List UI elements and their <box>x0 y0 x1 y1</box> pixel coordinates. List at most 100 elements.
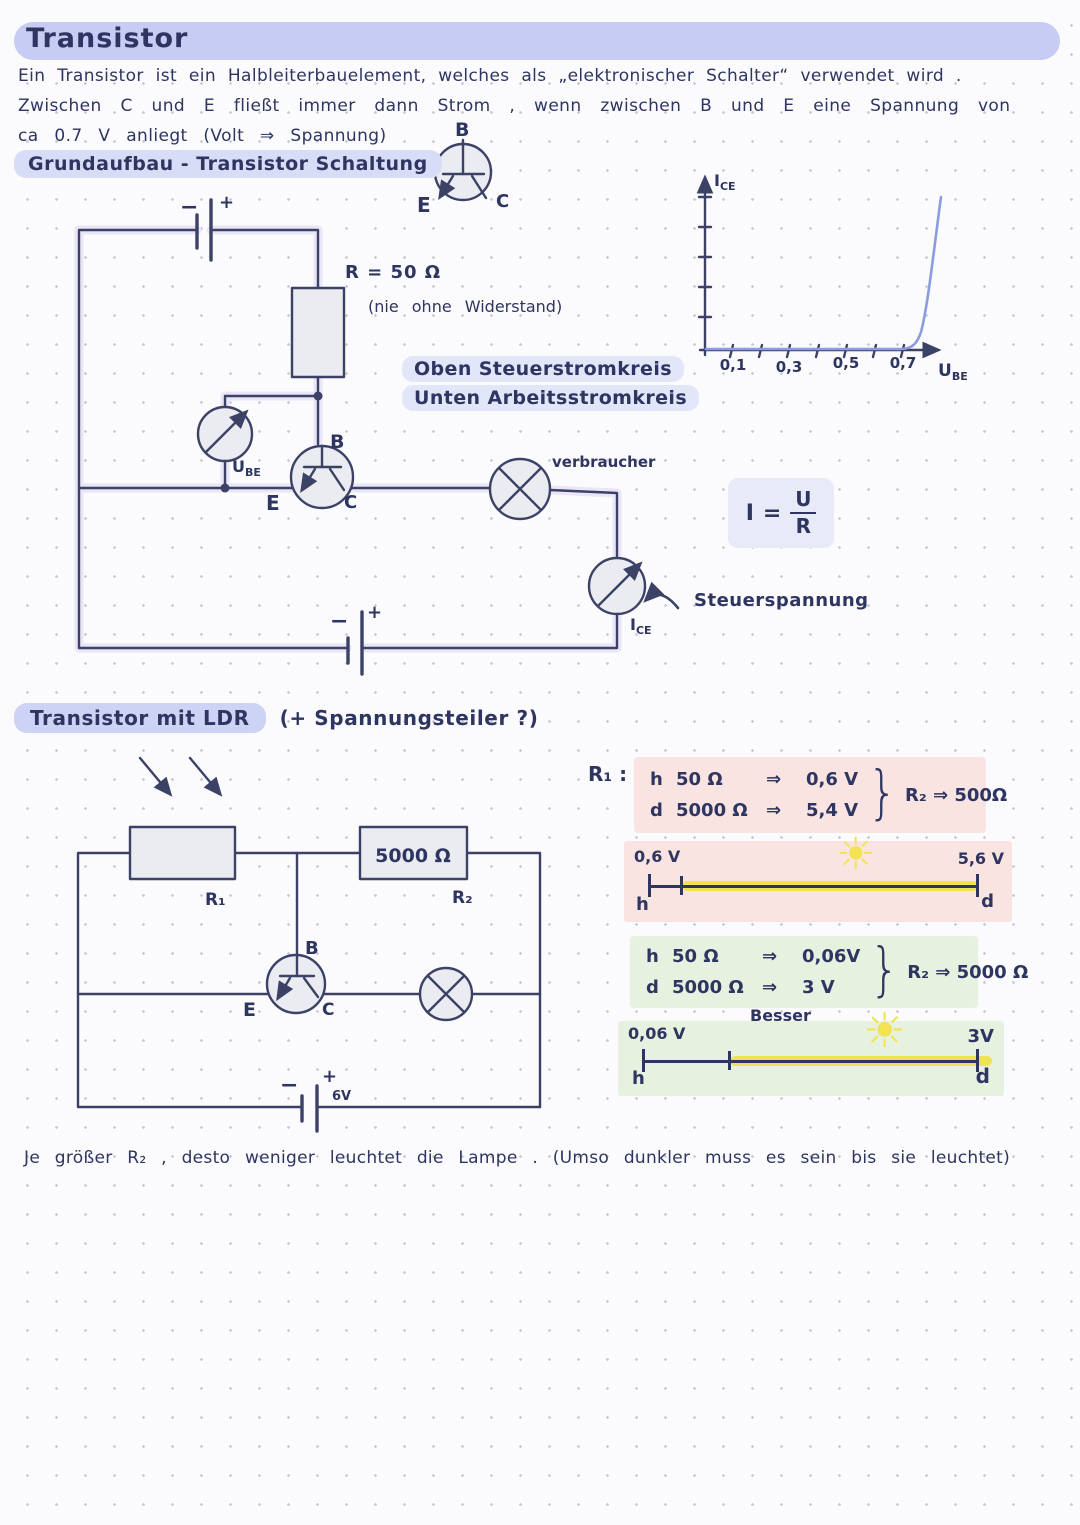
calc-green-h-letter: h <box>646 946 659 967</box>
formula-numerator: U <box>795 487 812 511</box>
section2-title-suffix: (+ Spannungsteiler ?) <box>279 706 539 730</box>
scale-green-tick-end <box>976 1049 979 1072</box>
formula-fraction: U R <box>790 487 817 538</box>
calc-red-d-resistance: 5000 Ω <box>676 800 748 821</box>
scale-green-axis <box>642 1060 978 1063</box>
calc-green-h-resistance: 50 Ω <box>672 946 719 967</box>
transistor2-collector <box>302 976 320 999</box>
subtitle: Grundaufbau - Transistor Schaltung <box>14 150 442 178</box>
resistor-r2-value: 5000 Ω <box>375 845 451 867</box>
scale-green-tick-start <box>642 1049 645 1072</box>
scale-green-right-value: 3V <box>967 1026 994 1047</box>
graph-y-ticks <box>697 195 713 319</box>
calc-green-d-voltage: 3 V <box>802 977 835 998</box>
transistor-symbol <box>433 138 493 202</box>
circuit1-outer-wire <box>77 228 320 650</box>
calc-red-result: R₂ ⇒ 500Ω <box>905 784 1008 806</box>
page-title: Transistor <box>26 23 189 54</box>
scale-box-green: 0,06 V 3V ☀ h d <box>618 1007 1004 1096</box>
calc-green-h-arrow: ⇒ <box>762 946 778 967</box>
battery2-minus: − <box>280 1073 298 1098</box>
transistor-symbol-collector <box>470 174 488 200</box>
section2-heading: Transistor mit LDR (+ Spannungsteiler ?) <box>14 703 538 733</box>
scale-box-red: 0,6 V 5,6 V ☀ h d <box>624 833 1012 922</box>
graph-y-label: ICE <box>714 171 736 193</box>
intro-line-2: Zwischen C und E fließt immer dann Strom… <box>18 96 1011 116</box>
calc-box-r2-5000: h 50 Ω ⇒ 0,06V d 5000 Ω ⇒ 3 V } R₂ ⇒ 500… <box>630 935 1028 1008</box>
steuerspannung-label: Steuerspannung <box>694 590 869 611</box>
calc-red-h-resistance: 50 Ω <box>676 769 723 790</box>
resistor-r2-label: R₂ <box>452 888 473 908</box>
resistor-value-label: R = 50 Ω <box>345 262 442 283</box>
scale-red-letter-d: d <box>981 891 994 912</box>
battery1-bottom-minus: − <box>330 609 348 634</box>
scale-red-tick-end <box>976 874 979 897</box>
scale-red-letter-h: h <box>636 894 649 915</box>
calc-green-brace: } <box>870 935 900 1003</box>
ldr-r1-box <box>128 825 237 881</box>
calc-box-r2-500: h 50 Ω ⇒ 0,6 V d 5000 Ω ⇒ 5,4 V } R₂ ⇒ 5… <box>634 757 1007 833</box>
transistor2-e-label: E <box>243 999 256 1021</box>
graph-tick-07: 0,7 <box>890 354 917 372</box>
r1-calc-heading: R₁ : <box>588 762 628 786</box>
scale-red-axis <box>648 885 978 888</box>
ldr-arrow-2 <box>188 756 223 797</box>
transistor-symbol-e-label: E <box>417 193 431 217</box>
besser-caption: Besser <box>750 1006 811 1025</box>
battery2-plus: + <box>322 1066 337 1087</box>
transistor1-collector <box>328 467 346 492</box>
calc-red-d-arrow: ⇒ <box>766 800 782 821</box>
graph-x-label: UBE <box>938 361 968 383</box>
intro-line-3: ca 0.7 V anliegt (Volt ⇒ Spannung) <box>18 126 387 146</box>
calc-red-d-voltage: 5,4 V <box>806 800 859 821</box>
wire-ice-to-battery <box>362 612 619 650</box>
scale-red-right-value: 5,6 V <box>957 849 1004 868</box>
ube-meter-needle <box>204 409 249 454</box>
calc-red-h-letter: h <box>650 769 663 790</box>
scale-red-tick-start <box>648 874 651 897</box>
ube-ice-graph <box>696 174 943 359</box>
scale-red-left-value: 0,6 V <box>634 847 681 866</box>
transistor-symbol-c-label: C <box>496 191 509 212</box>
calc-red-rows: h 50 Ω ⇒ 0,6 V d 5000 Ω ⇒ 5,4 V <box>650 764 858 826</box>
transistor-symbol-emitter <box>438 174 456 201</box>
calc-red-brace: } <box>867 758 898 826</box>
circuit2 <box>76 756 542 1133</box>
ice-meter-label: ICE <box>630 615 652 637</box>
graph-tick-05: 0,5 <box>833 354 860 372</box>
ice-meter-needle <box>596 561 643 608</box>
ldr-arrow-1 <box>138 756 173 797</box>
battery1-top-plus: + <box>219 192 234 213</box>
lamp2-cross <box>426 974 466 1014</box>
scale-red-tick-h <box>680 876 683 895</box>
calc-green-d-resistance: 5000 Ω <box>672 977 744 998</box>
battery2-value: 6V <box>332 1089 351 1104</box>
calc-green-rows: h 50 Ω ⇒ 0,06V d 5000 Ω ⇒ 3 V <box>646 941 860 1003</box>
formula-equals: = <box>762 500 782 526</box>
scale-green-left-value: 0,06 V <box>628 1024 686 1043</box>
note-oben: Oben Steuerstromkreis <box>402 356 684 382</box>
calc-green-result: R₂ ⇒ 5000 Ω <box>907 961 1029 983</box>
resistor-50ohm <box>290 286 346 379</box>
formula-denominator: R <box>795 514 812 538</box>
calc-red-d-letter: d <box>650 800 663 821</box>
graph-tick-01: 0,1 <box>720 356 747 374</box>
battery1-top-minus: − <box>180 195 198 220</box>
resistor-note: (nie ohne Widerstand) <box>368 297 563 316</box>
lamp1-cross <box>497 466 543 512</box>
footer-note: Je größer R₂ , desto weniger leuchtet di… <box>24 1148 1011 1168</box>
calc-green-d-arrow: ⇒ <box>762 977 778 998</box>
graph-curve <box>704 195 943 351</box>
scale-green-tick-h <box>728 1051 731 1070</box>
section2-title-highlight: Transistor mit LDR <box>14 703 266 733</box>
verbraucher-label: verbraucher <box>552 453 656 471</box>
note-unten: Unten Arbeitsstromkreis <box>402 385 700 411</box>
fraction-bar <box>790 512 817 514</box>
graph-tick-03: 0,3 <box>776 358 803 376</box>
steuerspannung-arrow <box>643 581 680 610</box>
transistor2-c-label: C <box>322 1000 334 1020</box>
battery1-bottom-plus: + <box>367 602 382 623</box>
ohms-law-formula: I = U R <box>728 478 834 548</box>
